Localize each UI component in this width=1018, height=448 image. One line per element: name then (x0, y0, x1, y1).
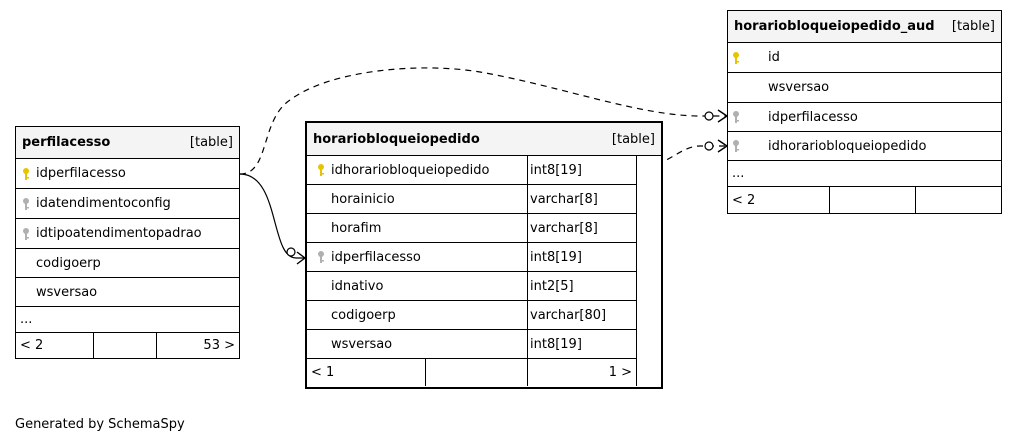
relation-perfilacesso-aud (239, 67, 727, 175)
column-row[interactable]: id (728, 43, 1001, 73)
primary-key-icon (732, 51, 768, 65)
relation-crowfoot (296, 251, 306, 265)
column-row[interactable]: wsversao (728, 73, 1001, 103)
generated-by-label: Generated by SchemaSpy (15, 417, 185, 432)
column-row[interactable]: horainicio varchar[8] (307, 185, 636, 214)
column-name: idperfilacesso (331, 249, 421, 265)
column-name: idhorariobloqueiopedido (768, 138, 927, 154)
column-name: horainicio (331, 191, 395, 207)
table-kind: [table] (611, 131, 655, 147)
children-count[interactable]: 53 > (156, 333, 239, 358)
foreign-key-icon (732, 110, 768, 124)
table-perfilacesso[interactable]: perfilacesso [table] idperfilacesso idat… (15, 126, 240, 359)
parents-count[interactable]: < 1 (311, 365, 335, 380)
children-count[interactable] (915, 187, 1001, 213)
primary-key-icon (311, 163, 331, 177)
column-name: codigoerp (331, 307, 396, 323)
more-indicator: ... (732, 166, 745, 181)
column-type: varchar[8] (527, 214, 636, 242)
column-type: int2[5] (527, 272, 636, 300)
column-row[interactable]: codigoerp varchar[80] (307, 301, 636, 330)
table-footer: < 2 (728, 187, 1001, 213)
relation-perfilacesso-horario (239, 173, 305, 259)
column-name: idatendimentoconfig (36, 196, 171, 211)
column-row[interactable]: idhorariobloqueiopedido (728, 132, 1001, 161)
relation-end-circle (704, 141, 714, 151)
column-type: int8[19] (527, 330, 636, 358)
table-header: horariobloqueiopedido [table] (307, 123, 661, 156)
column-row[interactable]: idhorariobloqueiopedido int8[19] (307, 156, 636, 185)
column-name: idtipoatendimentopadrao (36, 226, 202, 241)
table-footer: < 1 1 > (307, 359, 636, 386)
parents-count[interactable]: < 2 (732, 192, 756, 208)
table-kind: [table] (189, 135, 233, 150)
column-row[interactable]: idnativo int2[5] (307, 272, 636, 301)
table-kind: [table] (951, 19, 995, 34)
column-row[interactable]: idatendimentoconfig (16, 189, 239, 219)
footer-spacer (93, 333, 156, 358)
column-row[interactable]: codigoerp (16, 249, 239, 278)
primary-key-icon (16, 167, 36, 181)
foreign-key-icon (16, 197, 36, 211)
column-name: id (768, 50, 780, 65)
more-columns: ... (16, 307, 239, 333)
more-columns: ... (728, 161, 1001, 187)
footer-spacer (425, 359, 527, 386)
relation-horario-aud (635, 145, 727, 171)
column-name: horafim (331, 220, 382, 236)
relation-crowfoot (717, 139, 728, 153)
column-type: int8[19] (527, 156, 636, 184)
column-list: idhorariobloqueiopedido int8[19] horaini… (307, 156, 637, 386)
column-name: wsversao (768, 80, 830, 95)
column-type: int8[19] (527, 243, 636, 271)
column-name: codigoerp (36, 255, 101, 271)
parents-count[interactable]: < 2 (20, 338, 44, 353)
column-name: idhorariobloqueiopedido (331, 162, 490, 178)
column-row[interactable]: idtipoatendimentopadrao (16, 219, 239, 249)
table-header: horariobloqueiopedido_aud [table] (728, 11, 1001, 43)
column-name: idperfilacesso (36, 166, 126, 181)
footer-spacer (829, 187, 915, 213)
table-name: perfilacesso (22, 135, 111, 150)
foreign-key-icon (311, 250, 331, 264)
more-indicator: ... (20, 312, 33, 327)
table-name: horariobloqueiopedido_aud (734, 19, 935, 34)
relation-crowfoot (717, 109, 728, 123)
column-name: idnativo (331, 278, 384, 294)
column-name: wsversao (331, 336, 393, 352)
column-row[interactable]: idperfilacesso int8[19] (307, 243, 636, 272)
column-row[interactable]: idperfilacesso (16, 159, 239, 189)
foreign-key-icon (16, 227, 36, 241)
table-footer: < 2 53 > (16, 333, 239, 358)
column-type: varchar[80] (527, 301, 636, 329)
column-name: idperfilacesso (768, 109, 858, 125)
table-horariobloqueiopedido[interactable]: horariobloqueiopedido [table] idhorariob… (305, 121, 663, 389)
column-row[interactable]: horafim varchar[8] (307, 214, 636, 243)
children-count[interactable]: 1 > (527, 359, 636, 386)
relation-end-circle (704, 111, 714, 121)
table-horariobloqueiopedido-aud[interactable]: horariobloqueiopedido_aud [table] id wsv… (727, 10, 1002, 214)
column-name: wsversao (36, 284, 98, 300)
column-type: varchar[8] (527, 185, 636, 213)
column-row[interactable]: wsversao int8[19] (307, 330, 636, 359)
table-name: horariobloqueiopedido (313, 131, 480, 147)
column-row[interactable]: wsversao (16, 278, 239, 307)
table-header: perfilacesso [table] (16, 127, 239, 159)
foreign-key-icon (732, 139, 768, 153)
relation-end-circle (286, 247, 296, 257)
column-row[interactable]: idperfilacesso (728, 103, 1001, 132)
